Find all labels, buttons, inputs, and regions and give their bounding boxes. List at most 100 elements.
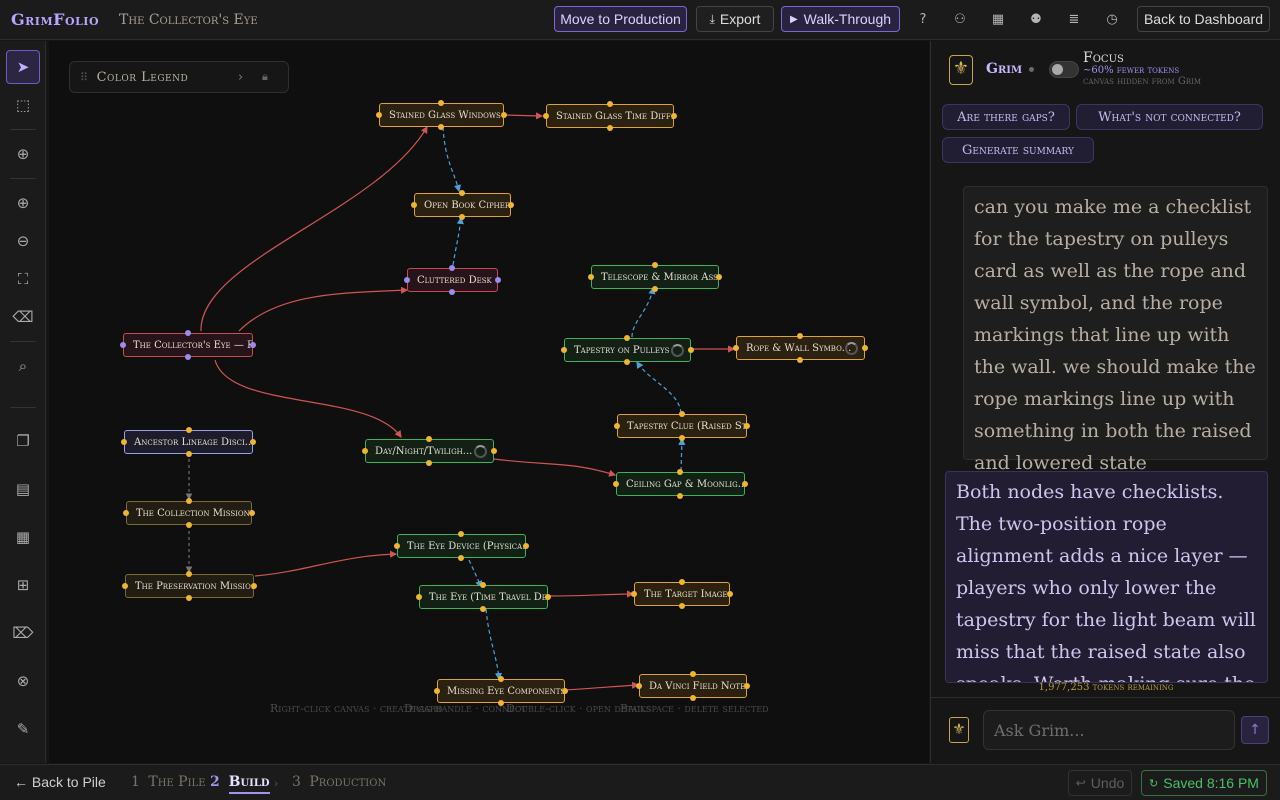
notes-icon[interactable]: ≣ (1068, 11, 1080, 27)
calendar-icon[interactable]: ▦ (991, 11, 1005, 27)
marquee-tool[interactable]: ⬚ (6, 88, 40, 122)
project-title: The Collector's Eye (119, 11, 258, 28)
grim-assistant-panel: ⚜ Grim Focus ~60% fewer tokens canvas hi… (930, 41, 1280, 763)
select-tool[interactable]: ➤ (6, 50, 40, 84)
edge (214, 359, 402, 438)
search-tool[interactable]: ⌕ (6, 349, 40, 383)
focus-savings: ~60% fewer tokens (1083, 65, 1180, 76)
saved-status: ↻ Saved 8:16 PM (1141, 770, 1267, 796)
zoom-out-tool[interactable]: ⊖ (6, 224, 40, 258)
export-button[interactable]: ⤓ Export (696, 6, 774, 32)
node-tapestry-clue[interactable]: Tapestry Clue (Raised St... (617, 414, 747, 438)
step-production[interactable]: 3 Production (292, 774, 386, 790)
chip-generate-summary[interactable]: Generate summary (942, 137, 1094, 163)
copy-icon: ❐ (16, 432, 30, 450)
user-message: can you make me a checklist for the tape… (963, 186, 1268, 474)
grim-avatar-icon: ⚜ (949, 55, 973, 85)
edit-tool[interactable]: ✎ (6, 712, 40, 746)
node-stained-glass[interactable]: Stained Glass Windows (379, 103, 504, 127)
grid-tool[interactable]: ▦ (6, 520, 40, 554)
grid-icon: ▦ (15, 528, 31, 546)
lock-icon[interactable]: 🔒︎ (262, 70, 269, 83)
step-label: Production (309, 774, 387, 790)
toggle-knob (1052, 64, 1063, 75)
edge (548, 590, 635, 598)
add-card-icon: ⊞ (16, 576, 30, 594)
marquee-icon: ⬚ (15, 96, 31, 114)
archive-tool[interactable]: ▤ (6, 472, 40, 506)
move-to-production-button[interactable]: Move to Production (554, 6, 687, 32)
refresh-icon: ↻ (1149, 776, 1159, 790)
node-collectors-eye[interactable]: The Collector's Eye — R... (123, 333, 253, 357)
fit-view-tool[interactable]: ⛶ (6, 262, 40, 296)
help-icon[interactable]: ? (919, 11, 927, 27)
node-ceiling-gap[interactable]: Ceiling Gap & Moonlig... (616, 472, 745, 496)
color-legend-title: Color Legend (96, 69, 189, 85)
focus-toggle[interactable] (1049, 61, 1079, 78)
edge (493, 458, 617, 477)
edge (452, 216, 464, 266)
node-target-image[interactable]: The Target Image (634, 582, 730, 606)
node-open-book[interactable]: Open Book Cipher (414, 193, 511, 217)
chip-gaps[interactable]: Are there gaps? (942, 104, 1070, 130)
node-tapestry[interactable]: Tapestry on Pulleys (564, 338, 691, 362)
back-to-pile-link[interactable]: ← Back to Pile (14, 774, 106, 790)
add-card-tool[interactable]: ⊞ (6, 568, 40, 602)
user-icon[interactable]: ⚇ (954, 11, 966, 27)
node-preservation[interactable]: The Preservation Missio... (125, 574, 254, 598)
edge (485, 608, 503, 681)
zoom-out-icon: ⊖ (16, 232, 30, 250)
chip-not-connected[interactable]: What's not connected? (1076, 104, 1263, 130)
team-icon[interactable]: ⚉ (1030, 11, 1042, 27)
edge (254, 550, 398, 577)
node-stained-glass-time[interactable]: Stained Glass Time Diff... (546, 104, 674, 128)
node-eye-device[interactable]: The Eye Device (Physica... (397, 534, 526, 558)
arrow-up-icon: ↑ (1249, 722, 1261, 738)
node-davinci[interactable]: Da Vinci Field Notes (639, 674, 747, 698)
undo-icon: ↩ (1075, 776, 1086, 790)
node-label: Rope & Wall Symbo... (746, 342, 852, 354)
edge (442, 126, 462, 193)
node-telescope[interactable]: Telescope & Mirror Ass... (591, 265, 719, 289)
tokens-remaining: 1,977,253 tokens remaining (1038, 682, 1174, 693)
send-button[interactable]: ↑ (1241, 716, 1269, 744)
node-label: Day/Night/Twiligh... (375, 445, 473, 457)
edit-icon: ✎ (16, 720, 30, 738)
step-the-pile[interactable]: 1 The Pile (131, 774, 206, 790)
hint-create-card: Right-click canvas · create card (270, 702, 443, 715)
eraser-tool[interactable]: ⌫ (6, 300, 40, 334)
tool-sidebar: ➤ ⬚ ⊕ ⊕ ⊖ ⛶ ⌫ ⌕ ❐ ▤ ▦ ⊞ ⌦ ⊗ ✎ (0, 41, 46, 763)
board-canvas[interactable]: ⠿ Color Legend › 🔒︎ Stained Glass Window… (49, 41, 929, 763)
delete-tool[interactable]: ⊗ (6, 664, 40, 698)
walk-through-button[interactable]: ▶ Walk-Through (781, 6, 900, 32)
step-number: 2 (210, 774, 220, 790)
edge (503, 112, 544, 120)
walk-through-label: Walk-Through (803, 11, 892, 27)
node-rope-wall[interactable]: Rope & Wall Symbo... (736, 336, 865, 360)
brand-logo[interactable]: GrimFolio (11, 10, 100, 29)
add-node-tool[interactable]: ⊕ (6, 137, 40, 171)
loading-icon (474, 445, 487, 458)
node-cluttered-desk[interactable]: Cluttered Desk (407, 268, 498, 292)
undo-button[interactable]: ↩ Undo (1068, 770, 1132, 796)
edge (238, 286, 409, 332)
back-to-dashboard-button[interactable]: Back to Dashboard (1137, 6, 1270, 32)
node-eye-time[interactable]: The Eye (Time Travel De... (419, 585, 548, 609)
step-build[interactable]: 2 Build (210, 774, 270, 794)
node-missing-eye[interactable]: Missing Eye Components (437, 679, 565, 703)
color-legend[interactable]: ⠿ Color Legend › 🔒︎ (69, 61, 289, 93)
edge (200, 125, 428, 332)
chevron-right-icon: › (274, 777, 279, 790)
node-day-night[interactable]: Day/Night/Twiligh... (365, 439, 494, 463)
history-icon[interactable]: ◷ (1106, 11, 1118, 27)
node-collection-mission[interactable]: The Collection Mission (126, 501, 252, 525)
zoom-in-tool[interactable]: ⊕ (6, 186, 40, 220)
drag-handle-icon[interactable]: ⠿ (80, 70, 89, 84)
node-ancestor[interactable]: Ancestor Lineage Disci... (124, 430, 253, 454)
ask-grim-input[interactable]: Ask Grim... (983, 710, 1235, 750)
edge (678, 437, 686, 472)
hint-connect: Drag handle · connect (404, 702, 527, 715)
expand-chevron-icon[interactable]: › (238, 69, 244, 85)
copy-tool[interactable]: ❐ (6, 424, 40, 458)
tag-tool[interactable]: ⌦ (6, 616, 40, 650)
